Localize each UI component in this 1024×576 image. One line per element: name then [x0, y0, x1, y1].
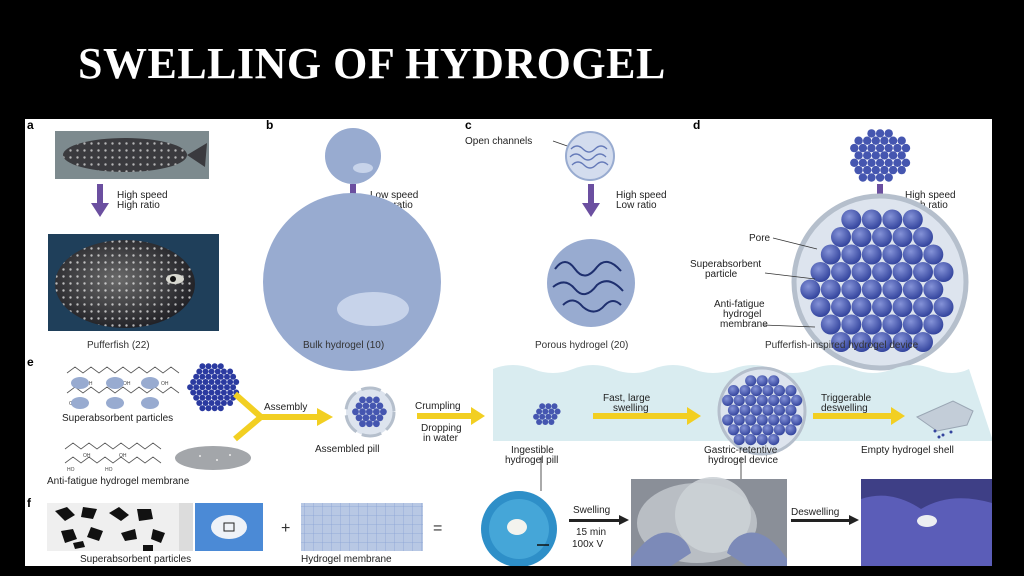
svg-text:HO: HO	[105, 467, 113, 473]
membrane-chain-diagram: OH OH HO HO	[64, 442, 162, 473]
label-anti-fatigue-2: hydrogel	[723, 309, 761, 320]
svg-text:O: O	[69, 401, 73, 407]
svg-text:OH: OH	[83, 453, 91, 459]
slide-title: SWELLING OF HYDROGEL	[78, 39, 666, 88]
dropping-label-2: in water	[423, 433, 459, 444]
particle-closeup-photo	[195, 503, 263, 551]
pill-photo	[481, 491, 557, 566]
panel-d-caption: Pufferfish-inspired hydrogel device	[765, 340, 919, 351]
panel-c-arrow-line2: Low ratio	[616, 200, 657, 211]
fast-swelling-label-2: swelling	[613, 403, 649, 414]
yellow-arrow-deswelling	[813, 407, 905, 425]
black-arrow-swelling	[569, 515, 629, 525]
equals-sign: =	[433, 520, 442, 537]
e-membrane-label: Anti-fatigue hydrogel membrane	[47, 476, 190, 487]
pill-small-d	[850, 129, 911, 182]
panel-f-letter: f	[27, 496, 32, 510]
bulk-hydrogel-large	[263, 193, 441, 371]
assembled-pill	[344, 386, 396, 438]
label-anti-fatigue-1: Anti-fatigue	[714, 299, 765, 310]
panel-c-arrow-line1: High speed	[616, 190, 667, 201]
black-arrow-deswelling	[791, 515, 859, 525]
deswelling-label: Deswelling	[791, 507, 839, 518]
svg-text:OH: OH	[119, 453, 127, 459]
porous-hydrogel-small	[565, 131, 615, 181]
particle-cluster-e	[187, 363, 240, 412]
f-membrane-label: Hydrogel membrane	[301, 554, 392, 565]
yellow-merge-arrow	[233, 391, 333, 442]
swelling-time: 15 min	[576, 527, 606, 538]
empty-shell-label: Empty hydrogel shell	[861, 445, 954, 456]
panel-c-letter: c	[465, 119, 472, 132]
hydrogel-membrane-photo	[301, 503, 423, 551]
superabsorbent-blobs-e	[71, 377, 159, 409]
svg-text:OH: OH	[123, 381, 131, 387]
gastric-label-1: Gastric-retentive	[704, 445, 778, 456]
e-superabsorbent-label: Superabsorbent particles	[62, 413, 173, 424]
panel-b-letter: b	[266, 119, 273, 132]
panel-a-caption: Pufferfish (22)	[87, 340, 150, 351]
svg-text:HO: HO	[67, 467, 75, 473]
plus-sign: +	[281, 520, 290, 537]
panel-d-letter: d	[693, 119, 700, 132]
svg-text:OH: OH	[85, 381, 93, 387]
label-pore: Pore	[749, 233, 771, 244]
yellow-arrow-crumpling	[417, 407, 485, 425]
swollen-device-photo	[631, 477, 787, 566]
porous-hydrogel-large	[547, 239, 635, 327]
panel-d-arrow-line2: High ratio	[905, 200, 948, 211]
assembled-pill-label: Assembled pill	[315, 444, 379, 455]
pufferfish-small-image	[55, 131, 209, 179]
panel-a-arrow-line1: High speed	[117, 190, 168, 201]
bulk-hydrogel-small	[325, 128, 381, 184]
label-anti-fatigue-3: membrane	[720, 319, 768, 330]
hydrogel-figure: a High speed High ratio Pufferfish (22) …	[25, 119, 992, 566]
swelling-label: Swelling	[573, 505, 610, 516]
panel-e-letter: e	[27, 355, 34, 369]
figure-svg: a High speed High ratio Pufferfish (22) …	[27, 119, 992, 566]
triggerable-label-1: Triggerable	[821, 393, 872, 404]
gastric-label-2: hydrogel device	[708, 455, 778, 466]
svg-text:OH: OH	[161, 381, 169, 387]
panel-a-arrow-line2: High ratio	[117, 200, 160, 211]
panel-c-top-label: Open channels	[465, 136, 532, 147]
ingestible-pill	[533, 403, 561, 425]
crumpling-label: Crumpling	[415, 401, 461, 412]
panel-c-caption: Porous hydrogel (20)	[535, 340, 628, 351]
swelling-ratio: 100x V	[572, 539, 603, 550]
triggerable-label-2: deswelling	[821, 403, 868, 414]
dropping-label-1: Dropping	[421, 423, 462, 434]
ingestible-label-2: hydrogel pill	[505, 455, 558, 466]
yellow-arrow-swelling	[593, 407, 701, 425]
assembly-label: Assembly	[264, 402, 307, 413]
deswollen-hands-photo	[861, 479, 992, 566]
f-superabsorbent-label: Superabsorbent particles	[80, 554, 191, 565]
membrane-disc-e	[175, 446, 251, 470]
panel-b-caption: Bulk hydrogel (10)	[303, 340, 384, 351]
panel-a-letter: a	[27, 119, 34, 132]
pufferfish-inflated-image	[48, 234, 219, 331]
label-superabsorbent-2: particle	[705, 269, 738, 280]
gastric-device-e	[717, 366, 807, 456]
fast-swelling-label-1: Fast, large	[603, 393, 651, 404]
hydrogel-device-large	[791, 193, 969, 371]
down-arrow-c	[582, 184, 600, 217]
empty-hydrogel-shell	[915, 400, 974, 439]
superabsorbent-particles-photo	[47, 503, 193, 551]
panel-b-arrow-line1: Low speed	[370, 190, 418, 201]
down-arrow-a	[91, 184, 109, 217]
ingestible-label-1: Ingestible	[511, 445, 554, 456]
label-superabsorbent-1: Superabsorbent	[690, 259, 761, 270]
panel-d-arrow-line1: High speed	[905, 190, 956, 201]
